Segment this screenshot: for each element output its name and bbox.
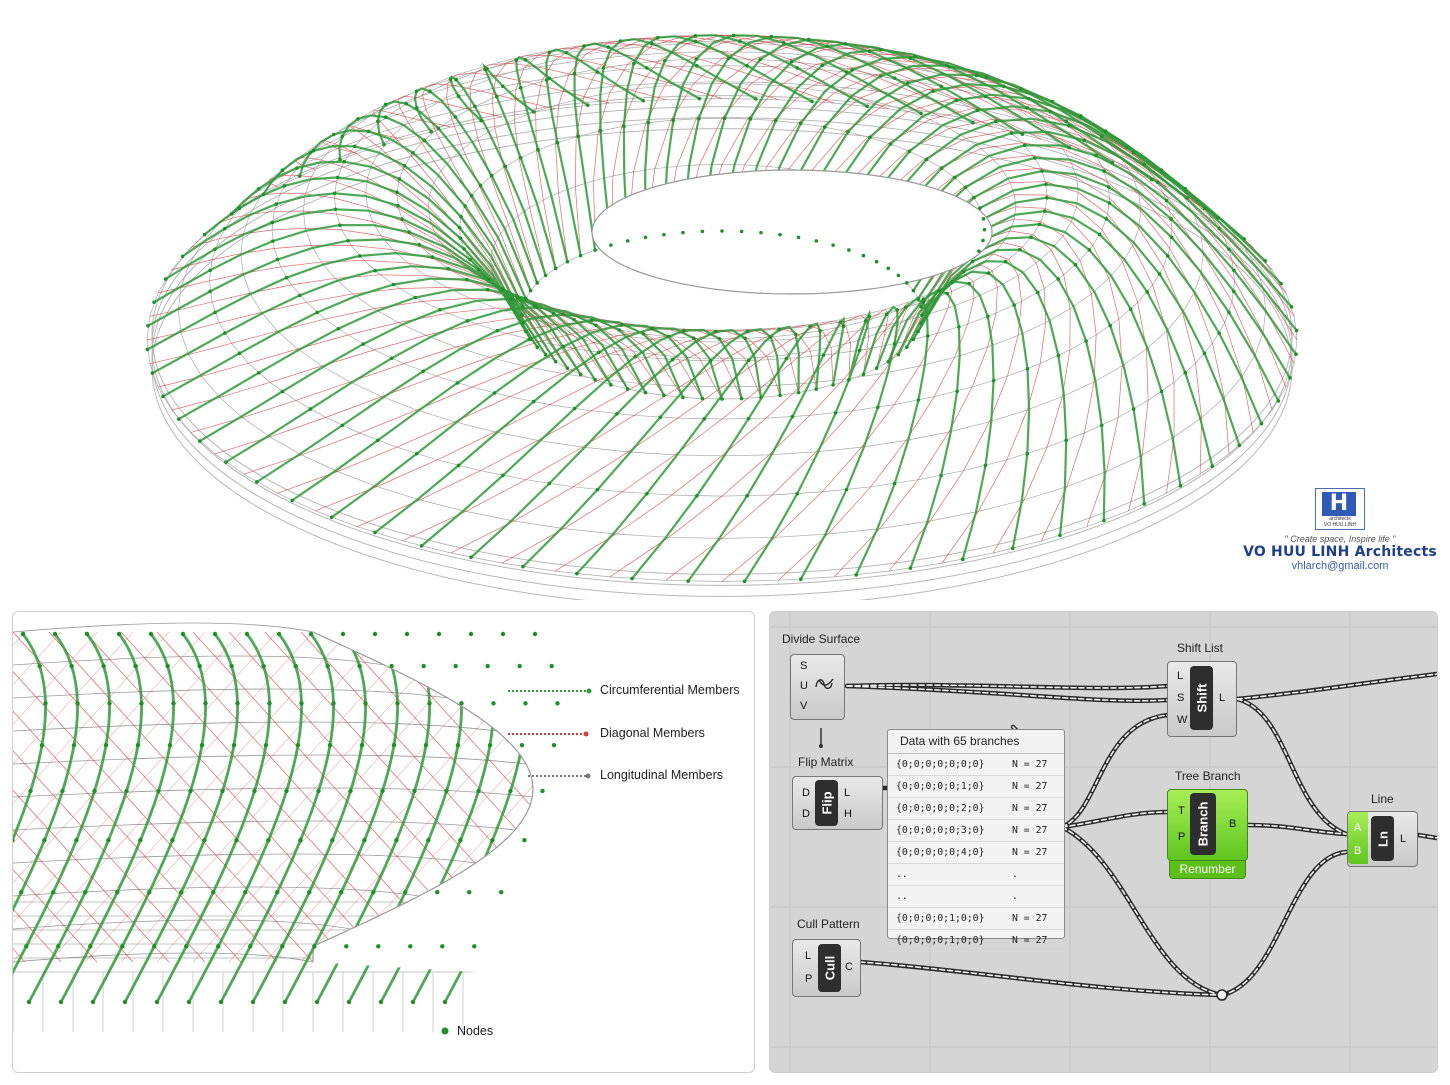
divide-surface-input-s[interactable]: S [800,660,808,672]
legend-diagonal: Diagonal Members [600,726,705,740]
data-panel-row: {0;0;0;0;1;0;0} N = 27 [888,908,1064,930]
line-caption: Ln [1371,816,1394,861]
line-title: Line [1371,792,1394,806]
detail-render [13,612,754,1035]
data-panel-row: {0;0;0;0;0;1;0} N = 27 [888,776,1064,798]
tree-branch-footer: Renumber [1169,860,1246,879]
legend-nodes: Nodes [457,1024,494,1038]
data-panel-row: {0;0;0;0;0;4;0} N = 27 [888,842,1064,864]
data-row-path: .. [896,891,908,902]
tree-branch-input-t[interactable]: T [1178,805,1185,817]
line-input-b[interactable]: B [1354,845,1362,857]
roof-nodes [145,33,1299,584]
detail-nodes [13,631,560,1005]
data-row-count: N = 27 [1012,935,1048,946]
legend-longitudinal: Longitudinal Members [600,768,723,782]
cull-pattern-input-l[interactable]: L [805,950,812,962]
detail-gridshell [13,612,754,1003]
shift-list-component[interactable]: L S W Shift L [1167,661,1237,737]
cull-pattern-input-p[interactable]: P [805,973,813,985]
data-panel-row: {0;0;0;0;0;3;0} N = 27 [888,820,1064,842]
grasshopper-wires [770,612,1437,1072]
data-panel-row: ... [888,886,1064,908]
logo-letter: H [1322,492,1356,516]
data-row-path: {0;0;0;0;0;0;0} [896,759,985,770]
shift-list-title: Shift List [1177,641,1224,655]
flip-matrix-component[interactable]: D D Flip L H [792,776,883,830]
legend-circumferential: Circumferential Members [600,683,740,697]
firm-email: vhlarch@gmail.com [1291,560,1389,572]
cull-pattern-caption: Cull [818,944,841,992]
data-panel[interactable]: Data with 65 branches {0;0;0;0;0;0;0} N =… [887,729,1065,952]
tree-branch-input-p[interactable]: P [1178,831,1186,843]
firm-tagline: " Create space, Inspire life " [1284,534,1396,544]
line-input-strip [1348,812,1368,864]
stadium-roof-render [145,33,1299,600]
data-panel-row: ... [888,864,1064,886]
data-panel-row: {0;0;0;0;1;0;0} N = 27 [888,930,1064,952]
line-component[interactable]: A B Ln L [1347,811,1418,867]
shift-list-caption: Shift [1190,666,1213,730]
data-row-path: {0;0;0;0;0;2;0} [896,803,985,814]
line-input-a[interactable]: A [1354,822,1362,834]
data-row-path: {0;0;0;0;1;0;0} [896,935,985,946]
data-row-path: {0;0;0;0;0;1;0} [896,781,985,792]
flip-matrix-output-l[interactable]: L [844,787,851,799]
data-panel-row: {0;0;0;0;0;0;0} N = 27 [888,754,1064,776]
shift-list-input-s[interactable]: S [1177,692,1185,704]
data-row-count: . [1012,869,1018,880]
shift-list-input-w[interactable]: W [1177,714,1188,726]
data-row-count: N = 27 [1012,803,1048,814]
shift-list-input-l[interactable]: L [1177,670,1184,682]
divide-surface-input-v[interactable]: V [800,700,808,712]
data-row-path: .. [896,869,908,880]
tree-branch-component[interactable]: T P Branch B [1167,789,1248,861]
data-row-path: {0;0;0;0;1;0;0} [896,913,985,924]
data-row-count: N = 27 [1012,825,1048,836]
flip-matrix-title: Flip Matrix [798,755,854,769]
divide-surface-input-u[interactable]: U [800,680,808,692]
diagonal-legend-dot [583,731,589,737]
data-panel-rows: {0;0;0;0;0;0;0} N = 27 {0;0;0;0;0;1;0} N = … [888,754,1064,952]
divide-surface-component[interactable]: S U V [790,654,845,720]
longitudinal-legend-dot [585,773,591,779]
flip-matrix-input-d2[interactable]: D [802,808,810,820]
data-panel-row: {0;0;0;0;0;2;0} N = 27 [888,798,1064,820]
circumferential-legend-dot [586,688,592,694]
roof-base-ring [151,95,1293,600]
tree-branch-title: Tree Branch [1175,769,1241,783]
flip-matrix-output-h[interactable]: H [844,808,852,820]
data-row-path: {0;0;0;0;0;4;0} [896,847,985,858]
tree-branch-caption: Branch [1190,793,1216,855]
nodes-legend-dot [441,1027,449,1035]
firm-name: VO HUU LINH Architects [1243,544,1437,560]
cull-pattern-output-c[interactable]: C [845,961,853,973]
data-panel-header: Data with 65 branches [888,730,1064,754]
data-row-count: N = 27 [1012,759,1048,770]
data-row-path: {0;0;0;0;0;3;0} [896,825,985,836]
flip-matrix-input-d1[interactable]: D [802,787,810,799]
shift-list-output-l[interactable]: L [1219,692,1226,704]
structure-detail-panel: Circumferential Members Diagonal Members… [12,611,755,1073]
grasshopper-canvas[interactable]: Divide Surface S U V Flip Matrix D D Fli… [769,611,1438,1073]
data-row-count: N = 27 [1012,847,1048,858]
divide-surface-icon [815,678,834,690]
tree-branch-output-b[interactable]: B [1229,818,1237,830]
data-row-count: N = 27 [1012,913,1048,924]
cull-pattern-component[interactable]: L P Cull C [792,939,861,997]
data-row-count: . [1012,891,1018,902]
flip-matrix-caption: Flip [815,780,838,826]
divide-surface-title: Divide Surface [782,632,861,646]
cull-pattern-title: Cull Pattern [797,917,860,931]
line-output-l[interactable]: L [1400,833,1407,845]
data-row-count: N = 27 [1012,781,1048,792]
